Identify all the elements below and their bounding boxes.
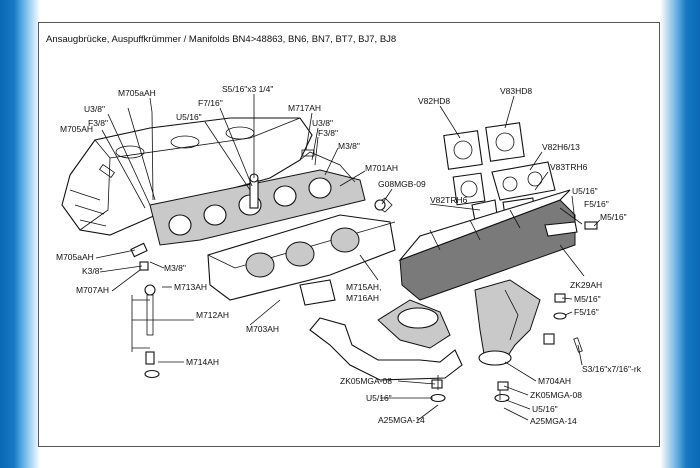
label-m701ah: M701AH — [365, 163, 398, 173]
label-u5-16-bottom-right: U5/16" — [532, 404, 558, 414]
exhaust-manifold-drawing — [398, 189, 578, 301]
lower-manifold-drawing — [207, 197, 396, 306]
label-m705ah: M705AH — [60, 124, 93, 134]
label-v82trh6: V82TRH6 — [430, 195, 468, 205]
label-zk29ah: ZK29AH — [570, 280, 602, 290]
label-m705aah: M705aAH — [56, 252, 94, 262]
label-u5-16-top: U5/16" — [176, 112, 202, 122]
label-m5-16-right: M5/16" — [600, 212, 627, 222]
downpipe-drawing — [474, 279, 541, 366]
label-m713ah: M713AH — [174, 282, 207, 292]
label-f3-8-right: F3/8" — [318, 128, 338, 138]
label-f7-16: F7/16" — [198, 98, 223, 108]
label-u3-8-right: U3/8" — [312, 118, 333, 128]
label-m704ah: M704AH — [538, 376, 571, 386]
label-m5-16-lower: M5/16" — [574, 294, 601, 304]
label-m712ah: M712AH — [196, 310, 229, 320]
label-s5-16x3: S5/16"x3 1/4" — [222, 84, 273, 94]
label-zk05-right: ZK05MGA-08 — [530, 390, 582, 400]
label-u3-8: U3/8" — [84, 104, 105, 114]
label-m717ah: M717AH — [288, 103, 321, 113]
cylinder-head-drawing — [61, 117, 313, 236]
label-m3-8-lower: M3/8" — [164, 263, 186, 273]
label-v82hd8: V82HD8 — [418, 96, 450, 106]
label-v83trh6: V83TRH6 — [550, 162, 588, 172]
label-v82h6: V82H6/13 — [542, 142, 580, 152]
label-f5-16-lower: F5/16" — [574, 307, 599, 317]
part-labels: M705aAH U3/8" F3/8" M705AH S5/16"x3 1/4"… — [56, 84, 642, 426]
label-m716ah: M716AH — [346, 293, 379, 303]
front-pipe-drawing — [309, 299, 463, 381]
label-m3-8-top: M3/8" — [338, 141, 360, 151]
label-f3-8: F3/8" — [88, 118, 108, 128]
label-a25-right: A25MGA-14 — [530, 416, 577, 426]
label-m715ah: M715AH, — [346, 282, 381, 292]
label-f5-16-right: F5/16" — [584, 199, 609, 209]
label-g08mgb: G08MGB-09 — [378, 179, 426, 189]
label-m703ah: M703AH — [246, 324, 279, 334]
label-m707ah: M707AH — [76, 285, 109, 295]
label-a25-left: A25MGA-14 — [378, 415, 425, 425]
hardware-drawing — [98, 149, 598, 403]
label-s3-16: S3/16"x7/16"-rk — [582, 364, 642, 374]
label-m714ah: M714AH — [186, 357, 219, 367]
label-k3-8: K3/8" — [82, 266, 103, 276]
label-m705aah-top: M705aAH — [118, 88, 156, 98]
label-u5-16-right: U5/16" — [572, 186, 598, 196]
label-v83hd8: V83HD8 — [500, 86, 532, 96]
label-zk05-left: ZK05MGA-08 — [340, 376, 392, 386]
label-u5-16-bottom-left: U5/16" — [366, 393, 392, 403]
leader-lines — [95, 94, 601, 421]
page-title: Ansaugbrücke, Auspuffkrümmer / Manifolds… — [46, 34, 397, 45]
